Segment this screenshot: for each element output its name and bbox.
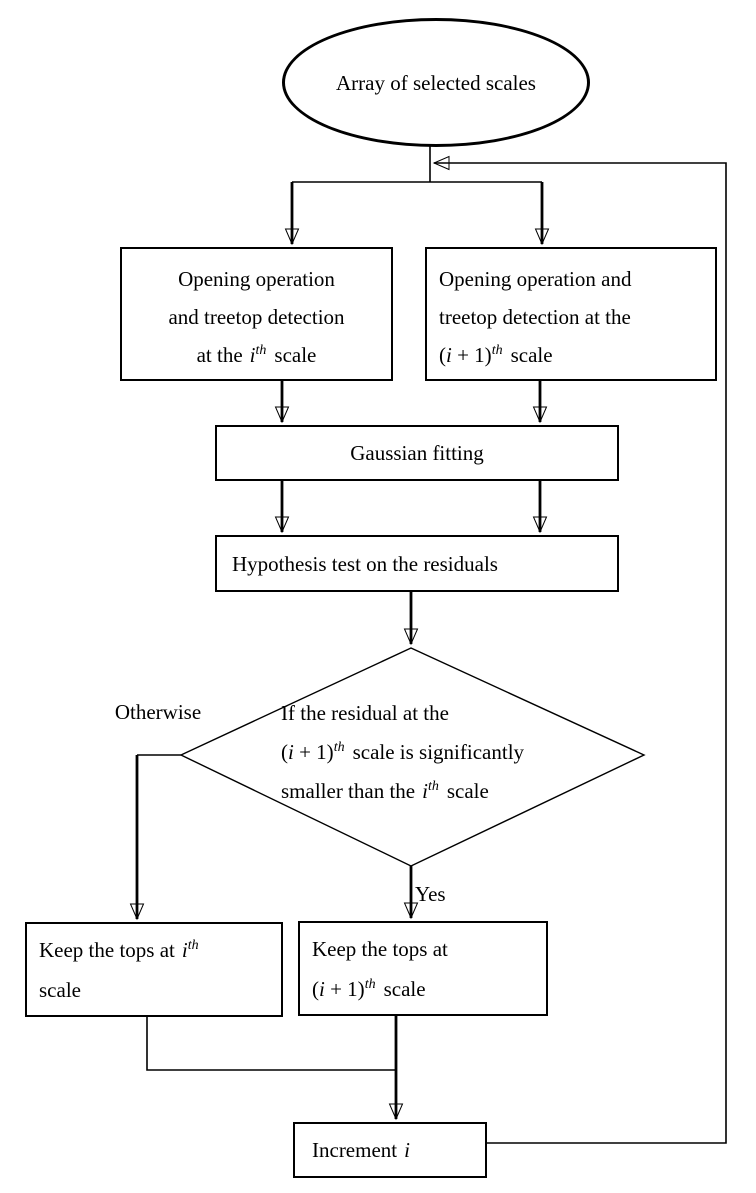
keep-i1-line1: Keep the tops at [312,937,448,961]
edge-label-yes: Yes [415,882,446,906]
node-hypothesis-test: Hypothesis test on the residuals [215,535,619,592]
hypothesis-label: Hypothesis test on the residuals [232,551,498,576]
open-i-line2: and treetop detection [168,305,345,329]
decision-line1: If the residual at the [281,701,449,725]
node-gaussian-fitting: Gaussian fitting [215,425,619,481]
gaussian-label: Gaussian fitting [350,441,484,465]
keep-i-line2: scale [39,978,81,1002]
start-label: Array of selected scales [336,70,536,95]
open-i-line1: Opening operation [178,267,335,291]
edge-label-otherwise: Otherwise [114,700,202,724]
node-array-of-selected-scales: Array of selected scales [282,18,590,147]
open-i1-line2: treetop detection at the [439,305,631,329]
edge-keep-i-exit [146,1017,396,1071]
node-opening-operation-i1th: Opening operation and treetop detection … [425,247,717,381]
open-i1-line1: Opening operation and [439,267,632,291]
node-opening-operation-ith: Opening operation and treetop detection … [120,247,393,381]
